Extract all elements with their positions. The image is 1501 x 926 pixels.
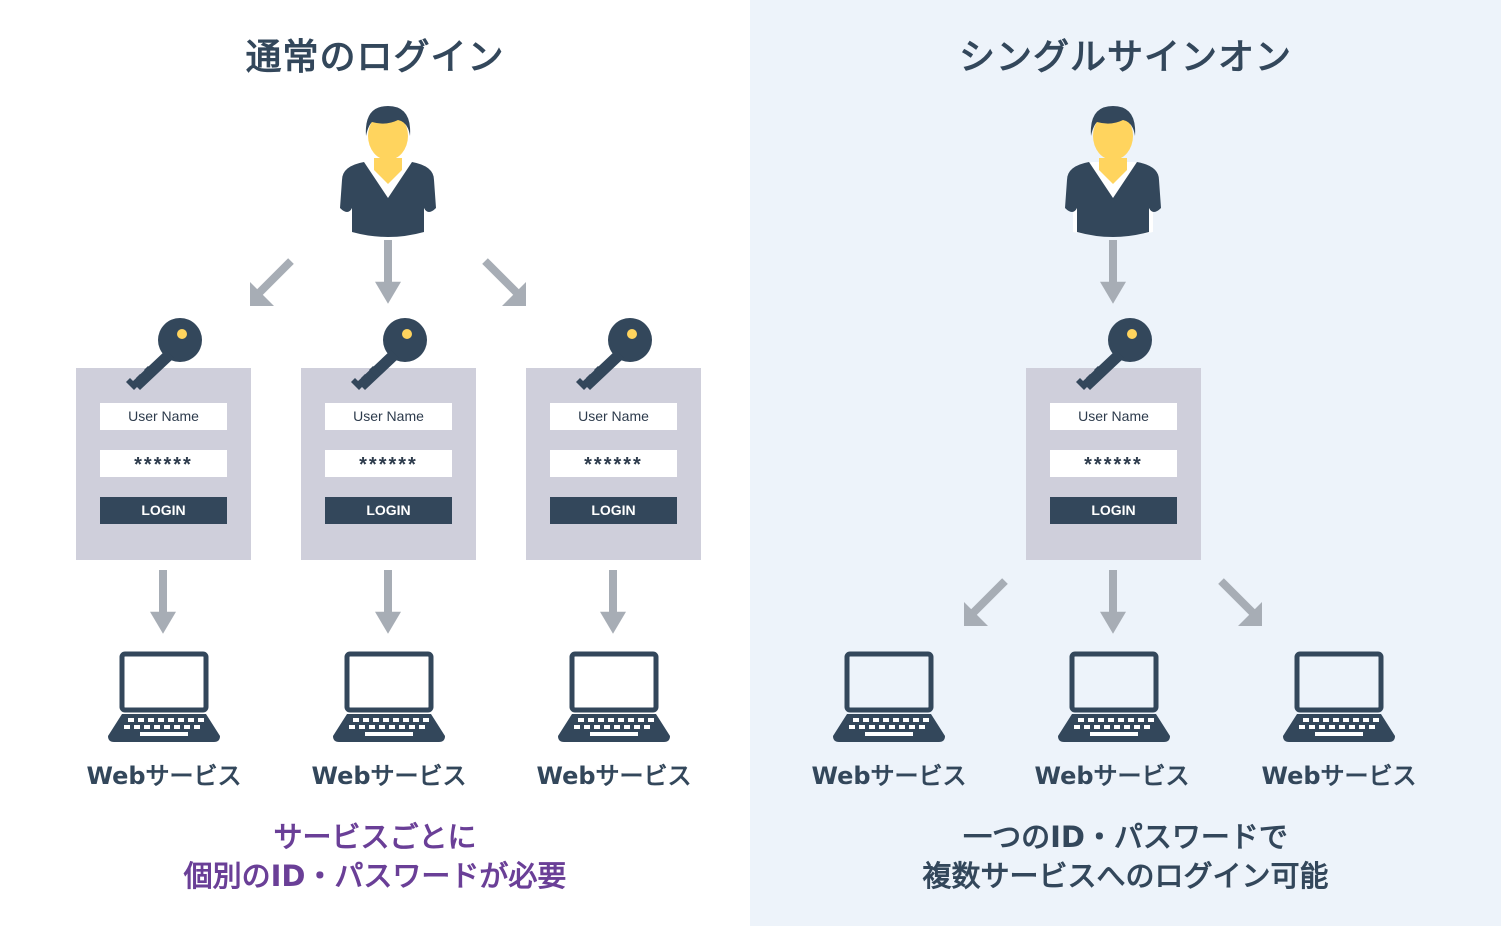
- arrow-icon: [598, 570, 628, 636]
- left-panel-title: 通常のログイン: [245, 37, 505, 78]
- arrow-icon: [373, 240, 403, 306]
- laptop-icon: [829, 650, 949, 745]
- username-field[interactable]: User Name: [325, 403, 452, 430]
- web-service-label: Webサービス: [811, 762, 967, 790]
- laptop-icon: [1279, 650, 1399, 745]
- password-field[interactable]: ******: [550, 450, 677, 477]
- arrow-icon: [148, 570, 178, 636]
- password-field[interactable]: ******: [325, 450, 452, 477]
- user-icon: [328, 100, 448, 240]
- arrow-icon: [250, 258, 294, 306]
- login-form-card: User Name ****** LOGIN: [301, 368, 476, 560]
- right-caption-line1: 一つのID・パスワードで: [963, 820, 1288, 854]
- left-caption-line2: 個別のID・パスワードが必要: [183, 859, 567, 893]
- login-form-card: User Name ****** LOGIN: [76, 368, 251, 560]
- login-form-card: User Name ****** LOGIN: [526, 368, 701, 560]
- web-service-label: Webサービス: [311, 762, 467, 790]
- arrow-icon: [964, 578, 1008, 626]
- laptop-icon: [329, 650, 449, 745]
- login-button[interactable]: LOGIN: [550, 497, 677, 524]
- password-field[interactable]: ******: [1050, 450, 1177, 477]
- arrow-icon: [1218, 578, 1262, 626]
- web-service-label: Webサービス: [86, 762, 242, 790]
- login-button[interactable]: LOGIN: [1050, 497, 1177, 524]
- arrow-icon: [1098, 570, 1128, 636]
- left-caption: サービスごとに 個別のID・パスワードが必要: [0, 818, 750, 896]
- login-button[interactable]: LOGIN: [100, 497, 227, 524]
- username-field[interactable]: User Name: [550, 403, 677, 430]
- web-service-label: Webサービス: [536, 762, 692, 790]
- right-caption: 一つのID・パスワードで 複数サービスへのログイン可能: [750, 818, 1501, 896]
- arrow-icon: [373, 570, 403, 636]
- web-service-label: Webサービス: [1034, 762, 1190, 790]
- arrow-icon: [1098, 240, 1128, 306]
- key-icon: [576, 316, 656, 396]
- left-caption-line1: サービスごとに: [273, 820, 477, 854]
- right-panel-title: シングルサインオン: [958, 37, 1292, 78]
- arrow-icon: [482, 258, 526, 306]
- username-field[interactable]: User Name: [100, 403, 227, 430]
- login-button[interactable]: LOGIN: [325, 497, 452, 524]
- login-form-card: User Name ****** LOGIN: [1026, 368, 1201, 560]
- key-icon: [126, 316, 206, 396]
- web-service-label: Webサービス: [1261, 762, 1417, 790]
- right-caption-line2: 複数サービスへのログイン可能: [922, 859, 1329, 893]
- password-field[interactable]: ******: [100, 450, 227, 477]
- laptop-icon: [554, 650, 674, 745]
- username-field[interactable]: User Name: [1050, 403, 1177, 430]
- key-icon: [1076, 316, 1156, 396]
- laptop-icon: [104, 650, 224, 745]
- key-icon: [351, 316, 431, 396]
- user-icon: [1053, 100, 1173, 240]
- right-panel-single-sign-on: シングルサインオン User Name ****** LOGIN Webサービス…: [750, 0, 1501, 926]
- laptop-icon: [1054, 650, 1174, 745]
- left-panel-normal-login: 通常のログイン User Name ****** LOGIN User Name…: [0, 0, 750, 926]
